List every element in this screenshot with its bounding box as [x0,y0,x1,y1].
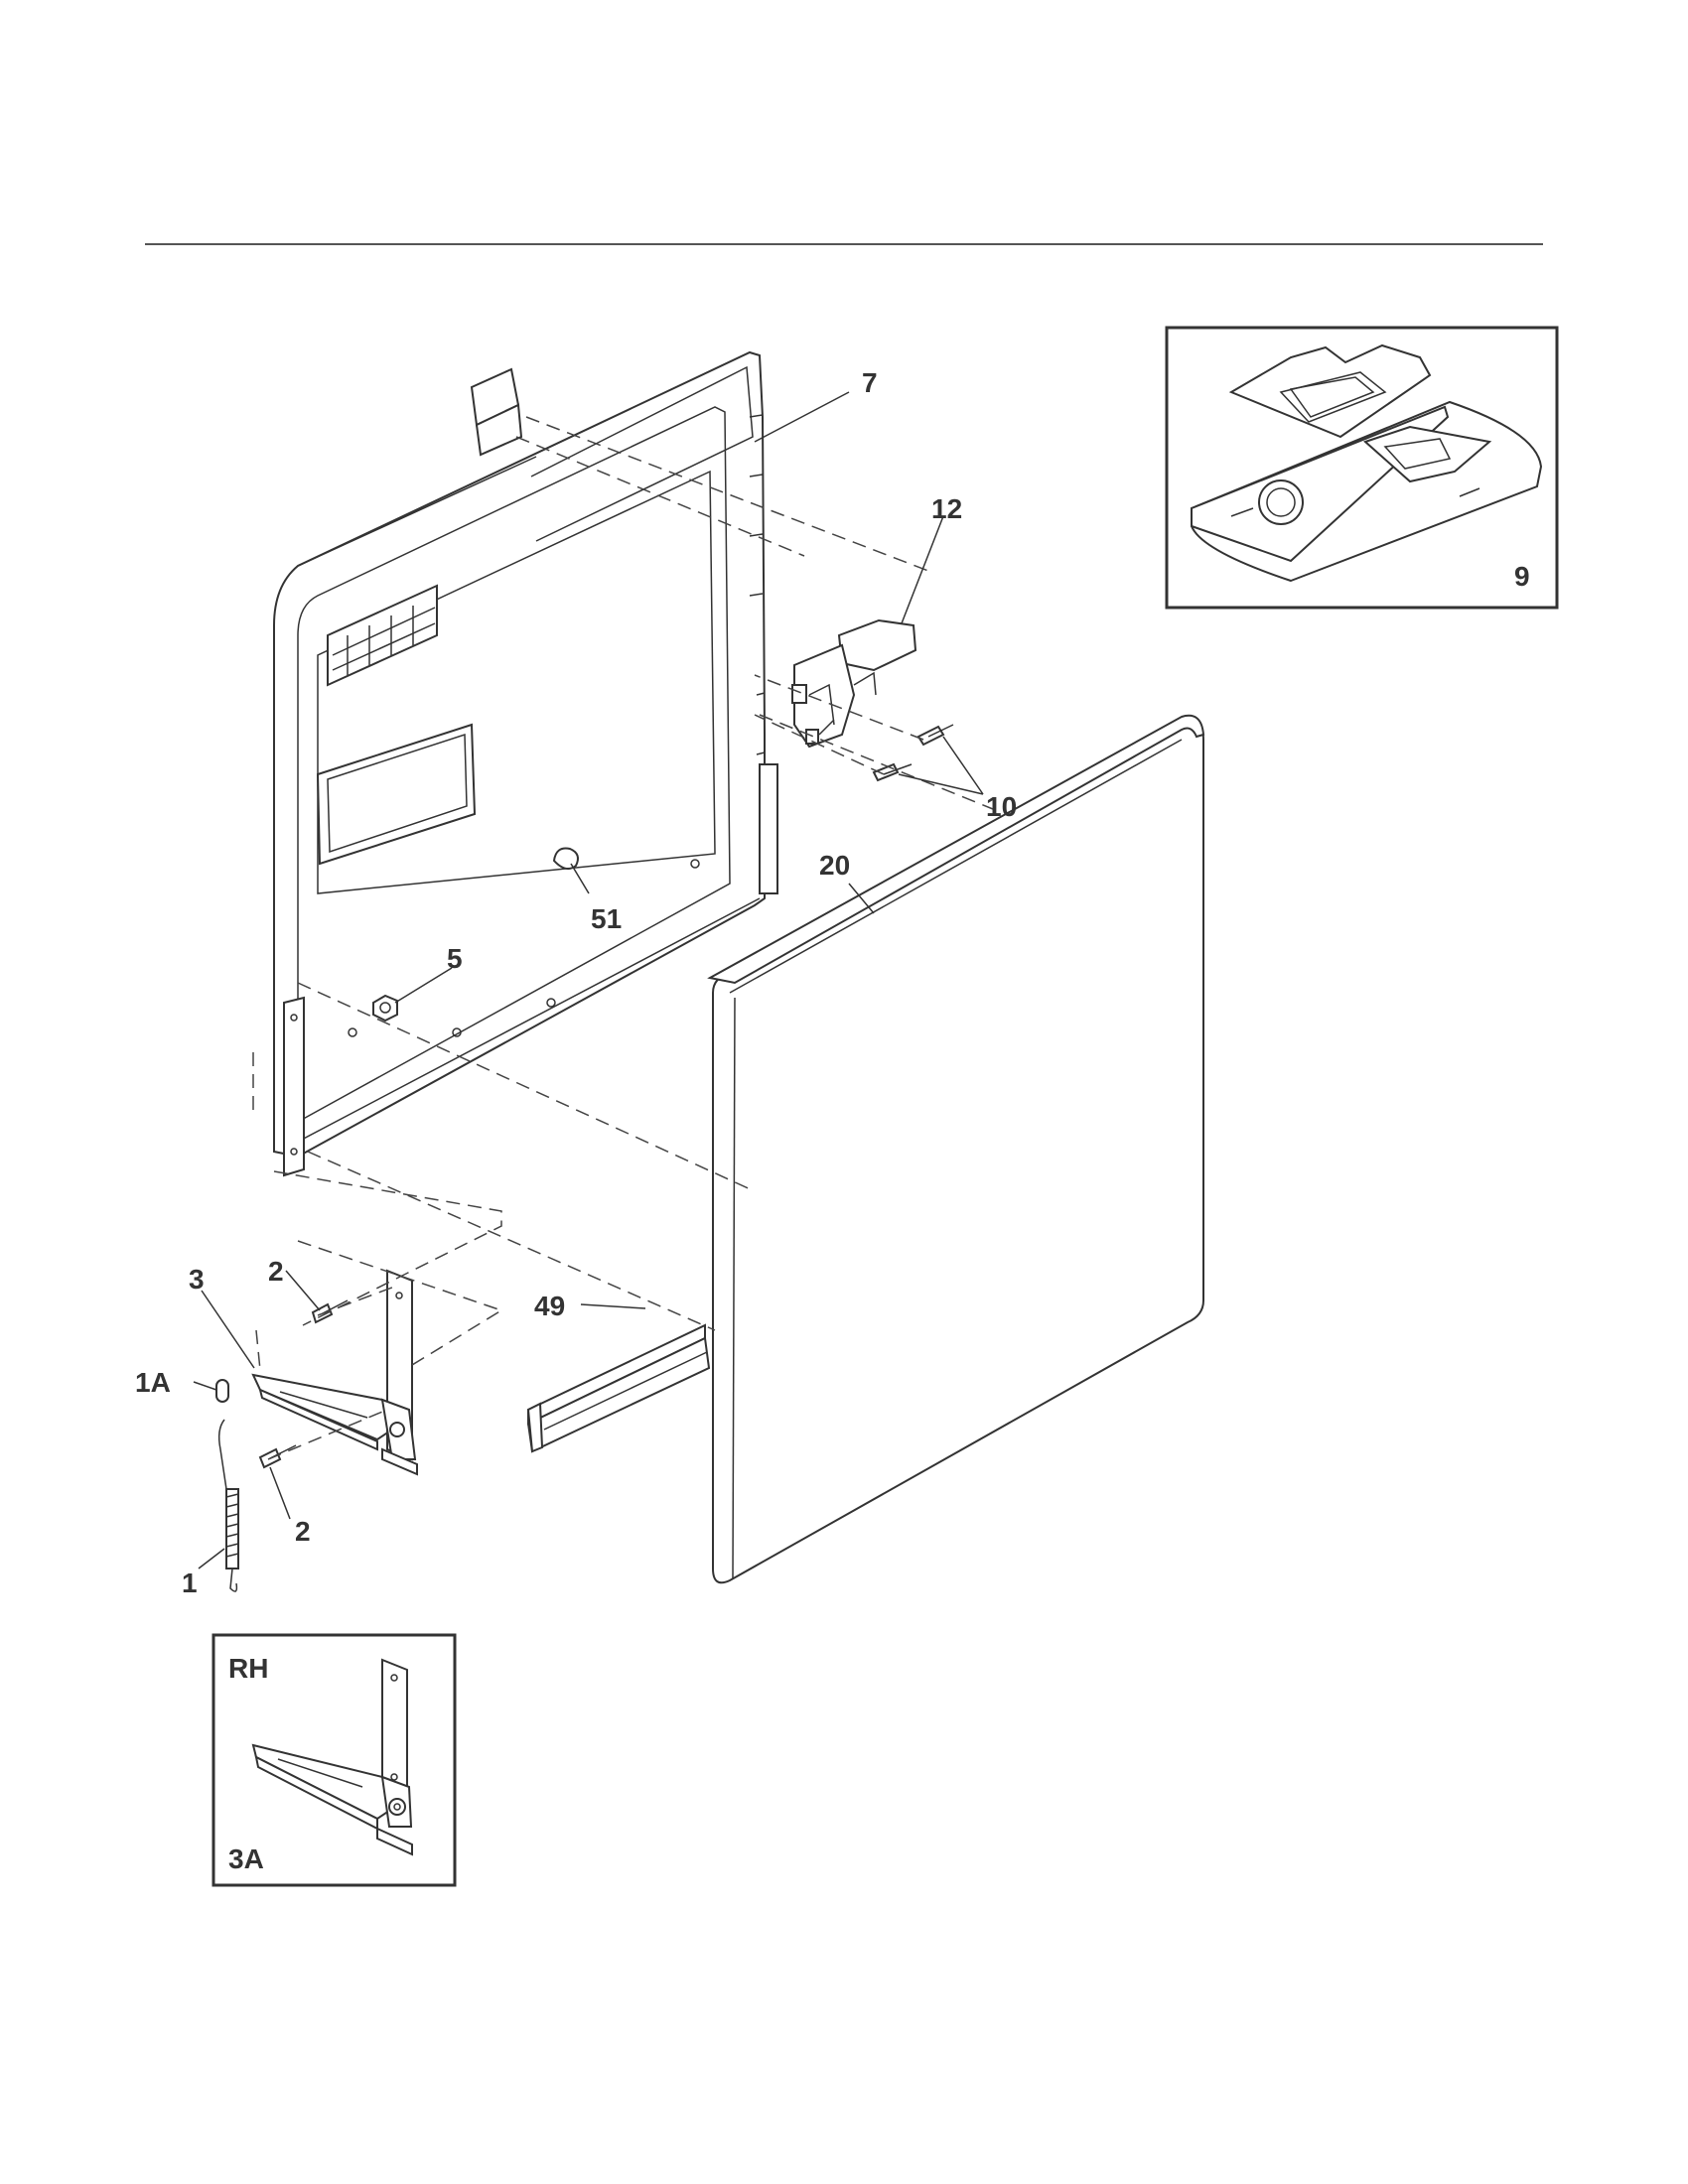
latch-screws [872,724,954,782]
inset-part-label: 3A [228,1843,264,1874]
callout-2-lower: 2 [295,1516,311,1547]
callout-1: 1 [182,1568,198,1598]
callout-5: 5 [447,943,463,974]
nut [372,994,398,1023]
vent-grille [327,584,438,687]
outer-door-panel [707,714,1205,1584]
toe-kick-strip [526,1323,711,1453]
assembly-lines [252,416,994,1460]
callout-9: 9 [1514,561,1530,592]
callout-51: 51 [591,903,622,934]
inset-side-label: RH [228,1653,268,1684]
detergent-dispenser [1191,343,1543,583]
door-hinge-lh [251,1269,418,1476]
callout-49: 49 [534,1291,565,1321]
spring-link [215,1379,229,1403]
inner-door-panel [273,350,778,1177]
callout-12: 12 [931,493,962,524]
callout-1a: 1A [135,1367,171,1398]
leader-lines [193,391,984,1570]
rh-hinge-inset [211,1633,457,1887]
callout-3: 3 [189,1264,205,1295]
rinse-aid-cap [552,847,579,871]
door-latch [791,618,917,749]
callout-2-upper: 2 [268,1256,284,1287]
callout-20: 20 [819,850,850,881]
dispenser-inset [1165,326,1559,610]
callout-10: 10 [986,791,1017,822]
door-spring [217,1419,239,1592]
door-hinge-rh [251,1658,413,1856]
callout-7: 7 [862,367,878,398]
